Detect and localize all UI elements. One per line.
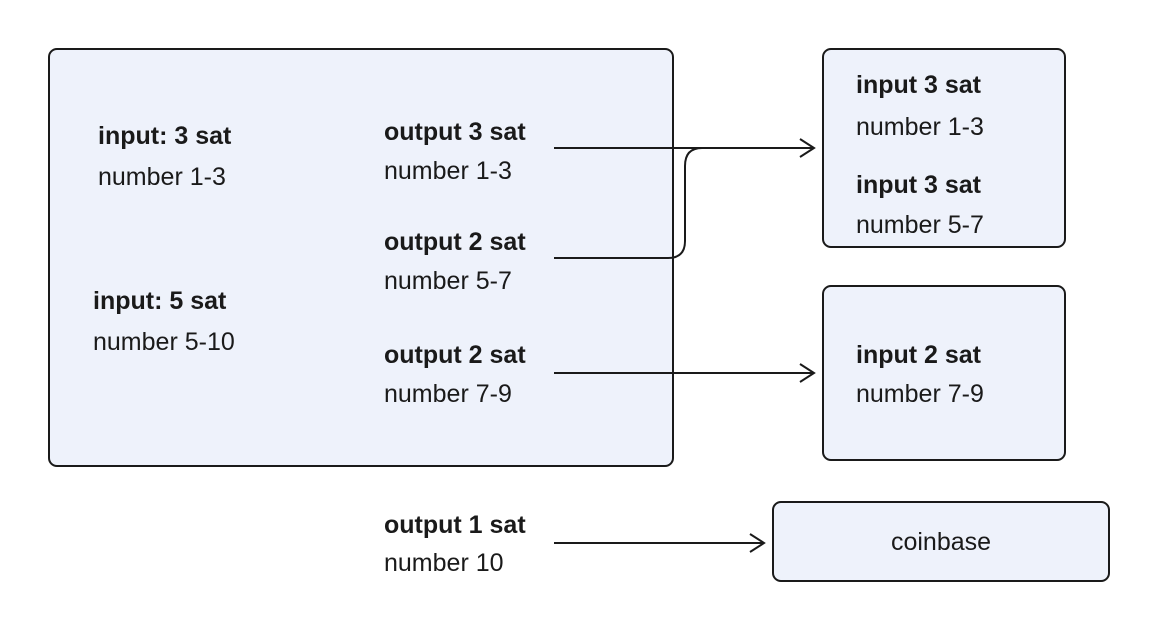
target-a-entry-2-title: input 3 sat xyxy=(856,171,982,199)
coinbase-box: coinbase xyxy=(772,501,1110,582)
arrow-output-2-to-target-a xyxy=(554,147,812,259)
target-a-entry-1-range: number 1-3 xyxy=(856,113,984,141)
arrowhead-output-1 xyxy=(799,138,816,158)
target-a-entry-1-title: input 3 sat xyxy=(856,71,982,99)
input-2-range: number 5-10 xyxy=(93,328,235,356)
output-1-range: number 1-3 xyxy=(384,157,512,185)
output-4-title: output 1 sat xyxy=(384,511,526,539)
input-1-title: input: 3 sat xyxy=(98,122,232,150)
target-box-b xyxy=(822,285,1066,461)
arrowhead-output-3 xyxy=(799,363,816,383)
target-box-a xyxy=(822,48,1066,248)
output-3-range: number 7-9 xyxy=(384,380,512,408)
input-2-title: input: 5 sat xyxy=(93,287,227,315)
input-1-range: number 1-3 xyxy=(98,163,226,191)
output-2-range: number 5-7 xyxy=(384,267,512,295)
output-4-range: number 10 xyxy=(384,549,504,577)
output-1-title: output 3 sat xyxy=(384,118,526,146)
coinbase-label: coinbase xyxy=(890,528,992,556)
target-b-entry-1-title: input 2 sat xyxy=(856,341,982,369)
target-b-entry-1-range: number 7-9 xyxy=(856,380,984,408)
output-2-title: output 2 sat xyxy=(384,228,526,256)
target-a-entry-2-range: number 5-7 xyxy=(856,211,984,239)
arrowhead-output-4 xyxy=(749,533,766,553)
output-3-title: output 2 sat xyxy=(384,341,526,369)
